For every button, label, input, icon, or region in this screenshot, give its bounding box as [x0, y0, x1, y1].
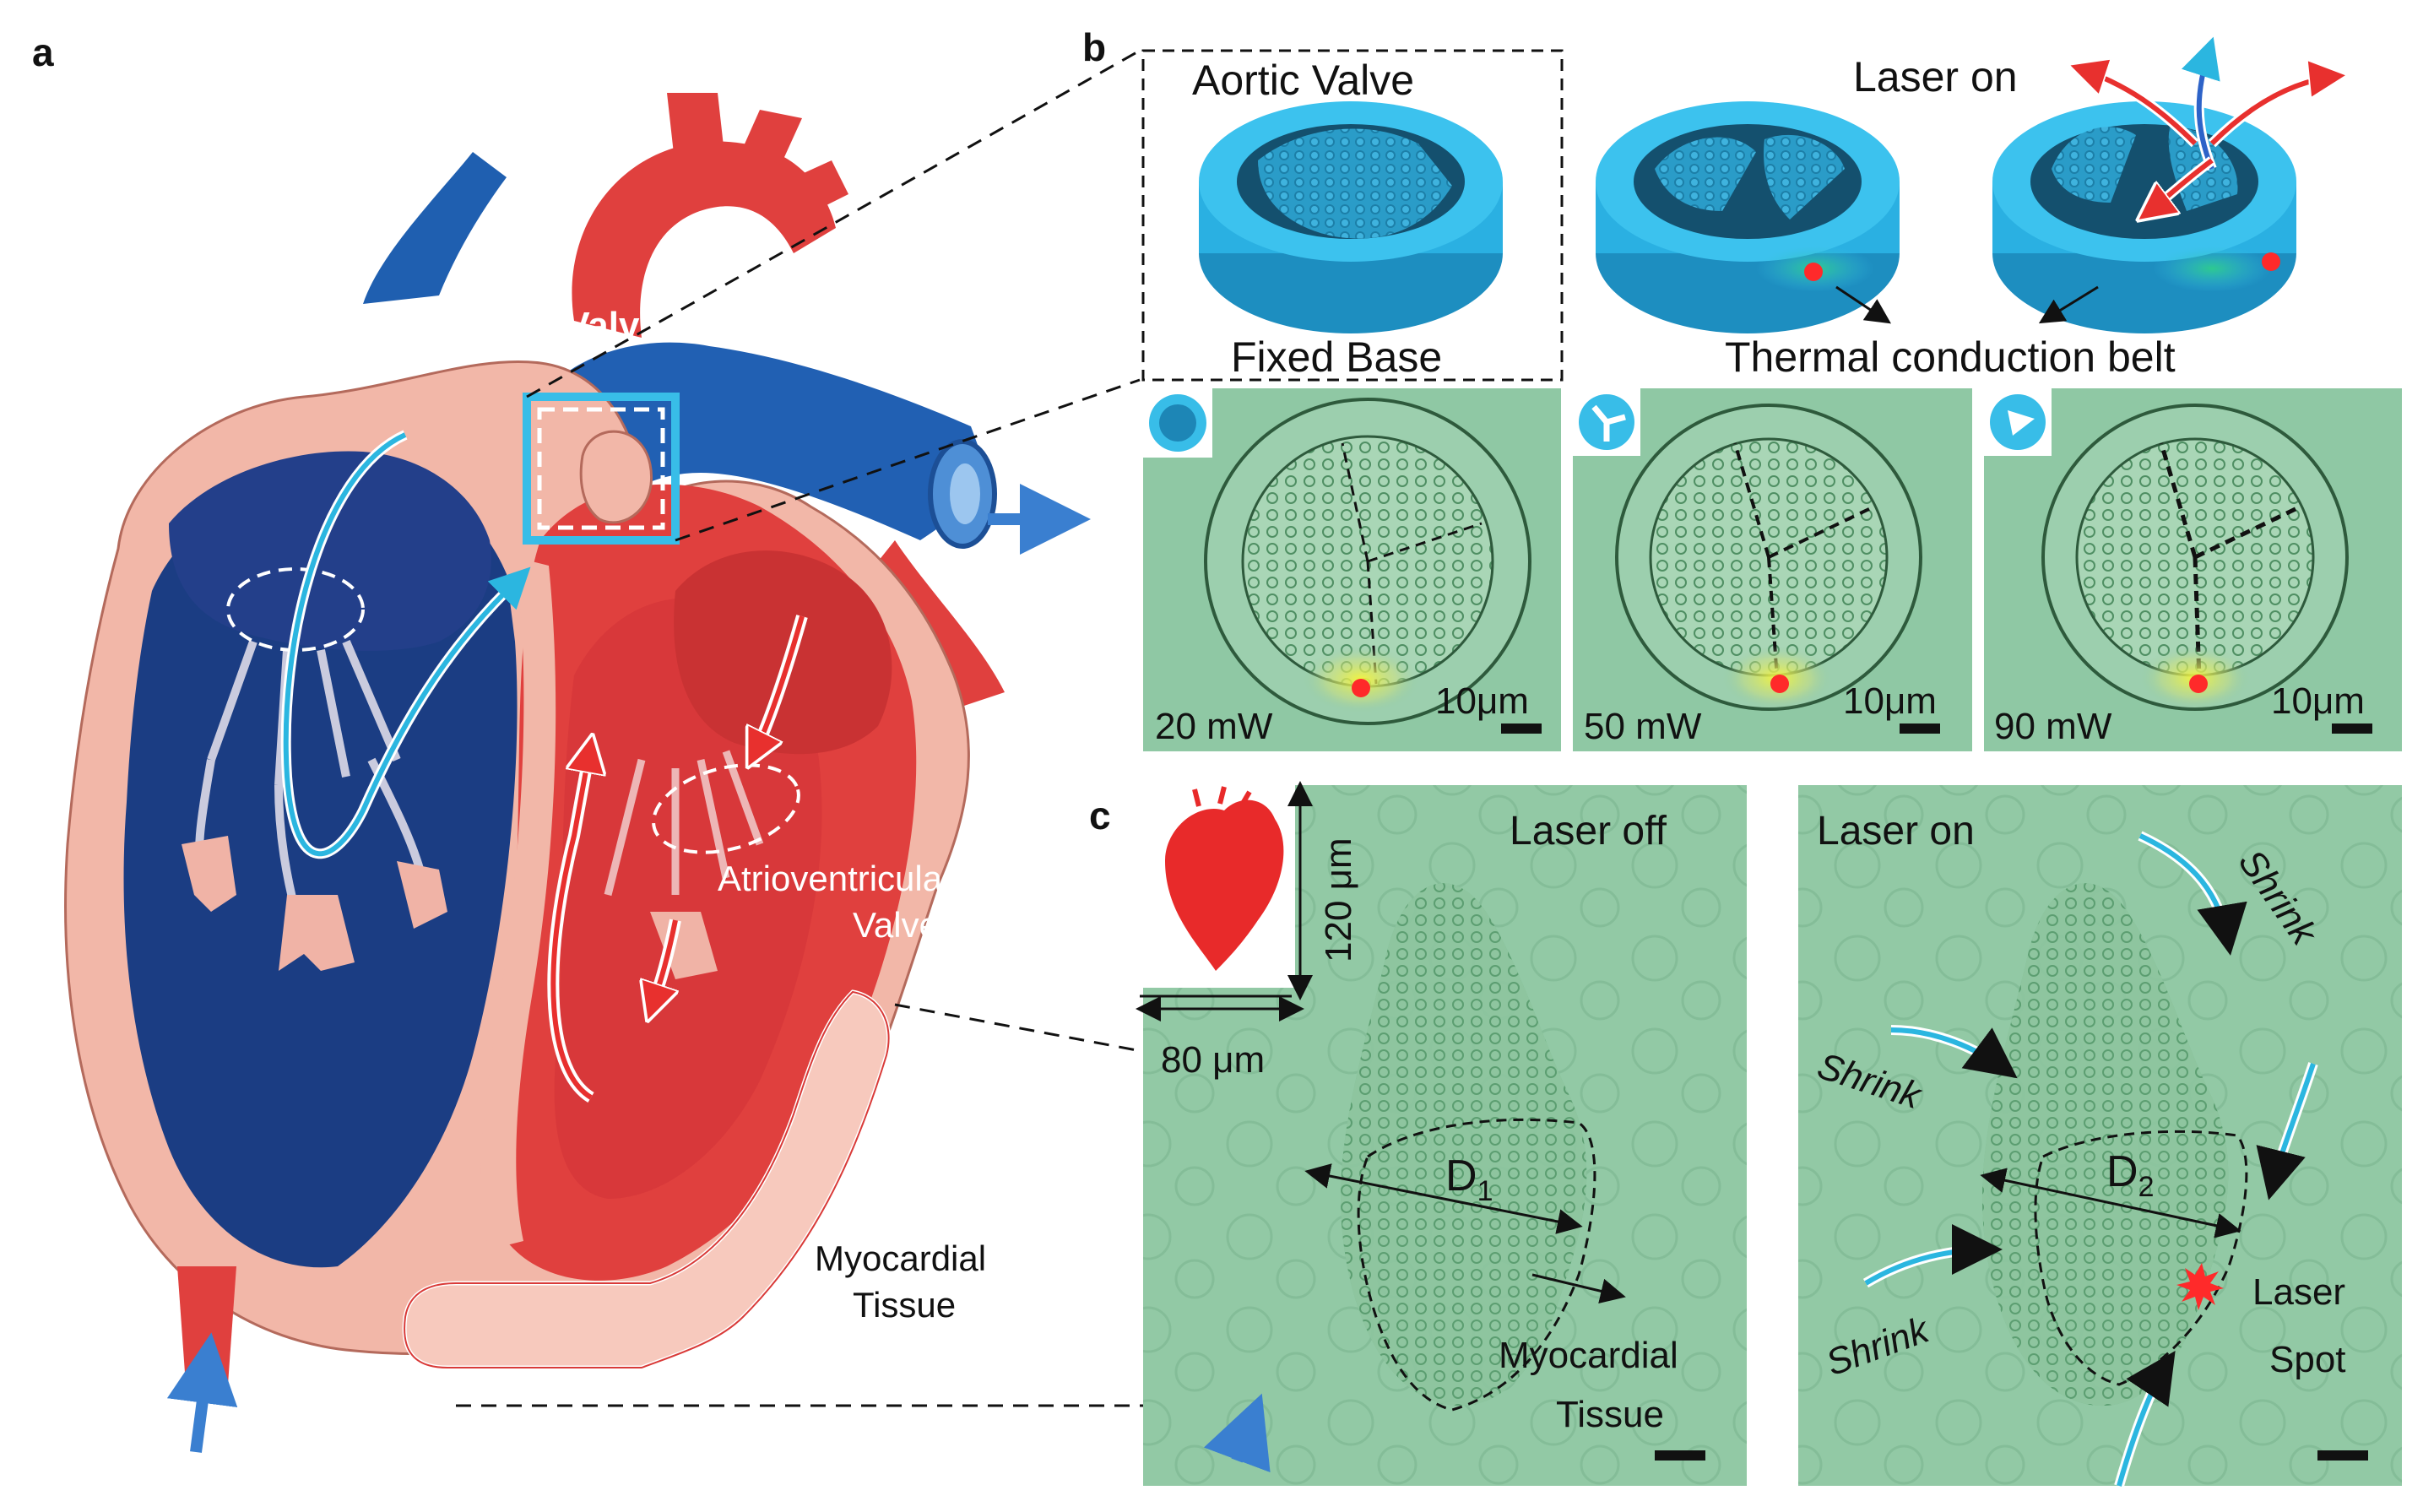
- aortic-valve-bulge: [579, 430, 653, 524]
- tissue-micrograph-laser-on: Laser on Shrink Shrink Shrink D2 Laser S…: [1798, 785, 2402, 1488]
- belt-arrow-2: [2038, 285, 2099, 324]
- aortic-arch: [572, 141, 836, 338]
- laser-spot-star: [2176, 1263, 2224, 1310]
- panel-a: a: [32, 30, 1091, 1453]
- left-papillary: [650, 912, 718, 979]
- height-dim-label: 120 μm: [1318, 837, 1359, 962]
- valve-flow-arrows: [2077, 36, 2339, 215]
- valve-model-1: [1199, 101, 1503, 333]
- laser-spot-line2: Spot: [2269, 1339, 2346, 1380]
- panel-label-c: c: [1089, 794, 1111, 837]
- fixed-base-label: Fixed Base: [1231, 333, 1442, 381]
- aortic-valve-label: Aortic Valve: [447, 305, 660, 346]
- micrograph-3: 90 mW 10μm: [1984, 388, 2402, 751]
- aortic-valve-title: Aortic Valve: [1192, 57, 1414, 104]
- micrograph-3-scale: 10μm: [2271, 680, 2365, 722]
- thermal-belt-label: Thermal conduction belt: [1725, 333, 2176, 381]
- aortic-branch-3: [785, 160, 848, 215]
- valve-model-3: [1992, 101, 2296, 333]
- tissue-label-line2: Tissue: [1556, 1394, 1664, 1435]
- inferior-vessel: [177, 1266, 236, 1385]
- d1-outline: [1357, 1118, 1596, 1412]
- myocardial-label-line2: Tissue: [853, 1285, 956, 1325]
- d1-label: D1: [1445, 1152, 1493, 1207]
- inflow-arrow-blue: [166, 1332, 238, 1453]
- left-atrium-chamber: [674, 550, 892, 755]
- micrograph-3-power: 90 mW: [1994, 706, 2112, 747]
- right-papillary: [182, 836, 447, 971]
- belt-arrow-1: [1835, 285, 1891, 324]
- shrink-arrows: [1862, 831, 2318, 1488]
- micrograph-2: 50 mW 10μm: [1573, 388, 1972, 751]
- connector-lines: [456, 49, 1452, 1407]
- d2-arrow: [1980, 1168, 2241, 1238]
- blue-pointer-left: [1203, 1393, 1271, 1473]
- heart-thumbnail-icon: [1165, 799, 1284, 971]
- panel-label-b: b: [1082, 25, 1106, 69]
- aortic-branch-1: [667, 93, 726, 169]
- laser-on-label: Laser on: [1853, 53, 2018, 100]
- width-dim-label: 80 μm: [1161, 1039, 1265, 1081]
- tissue-pointer-arrow: [1531, 1273, 1626, 1304]
- tricuspid-valve-marker: [226, 567, 365, 652]
- aortic-valve-box: [1141, 49, 1564, 382]
- micrograph-1-scale: 10μm: [1435, 680, 1529, 722]
- av-valve-label-line1: Atrioventricular: [718, 859, 954, 898]
- valve-model-2: [1596, 101, 1900, 333]
- superior-vena-cava: [363, 152, 507, 304]
- right-atrium-chamber: [169, 451, 491, 651]
- d2-outline: [2034, 1130, 2248, 1386]
- laser-dot-b3: [2262, 252, 2280, 271]
- septum: [480, 557, 556, 1249]
- d2-label: D2: [2106, 1147, 2154, 1203]
- micrograph-2-power: 50 mW: [1584, 706, 1702, 747]
- panel-b: b: [1082, 25, 2402, 751]
- panel-c: c Laser off 120 μm 80 μm D1 Myocardial T…: [1089, 781, 2402, 1488]
- aortic-branch-2: [743, 110, 802, 165]
- mitral-valve-marker: [652, 763, 800, 854]
- right-ventricle-chamber: [123, 473, 518, 1268]
- tissue-label-line1: Myocardial: [1499, 1335, 1678, 1376]
- panel-label-a: a: [32, 30, 54, 74]
- laser-on-status: Laser on: [1817, 809, 1975, 854]
- laser-spot-line1: Laser: [2252, 1271, 2345, 1313]
- aortic-valve-square: [523, 393, 680, 545]
- tissue-micrograph-laser-off: Laser off 120 μm 80 μm D1 Myocardial Tis…: [1136, 781, 1747, 1486]
- laser-off-label: Laser off: [1510, 809, 1667, 854]
- micrograph-1: 20 mW 10μm: [1143, 388, 1561, 751]
- av-valve-label-line2: Valve: [853, 905, 939, 945]
- d1-subscript: 1: [1477, 1175, 1493, 1207]
- d2-subscript: 2: [2138, 1171, 2155, 1203]
- pulmonary-artery: [540, 342, 988, 540]
- micrograph-1-power: 20 mW: [1155, 706, 1273, 747]
- pulmonary-outlet-inner: [950, 463, 980, 524]
- myocardial-label-line1: Myocardial: [815, 1238, 986, 1278]
- micrograph-2-scale: 10μm: [1843, 680, 1937, 722]
- d1-arrow: [1304, 1163, 1583, 1234]
- laser-dot-b2: [1804, 263, 1823, 281]
- left-chordae: [604, 750, 764, 897]
